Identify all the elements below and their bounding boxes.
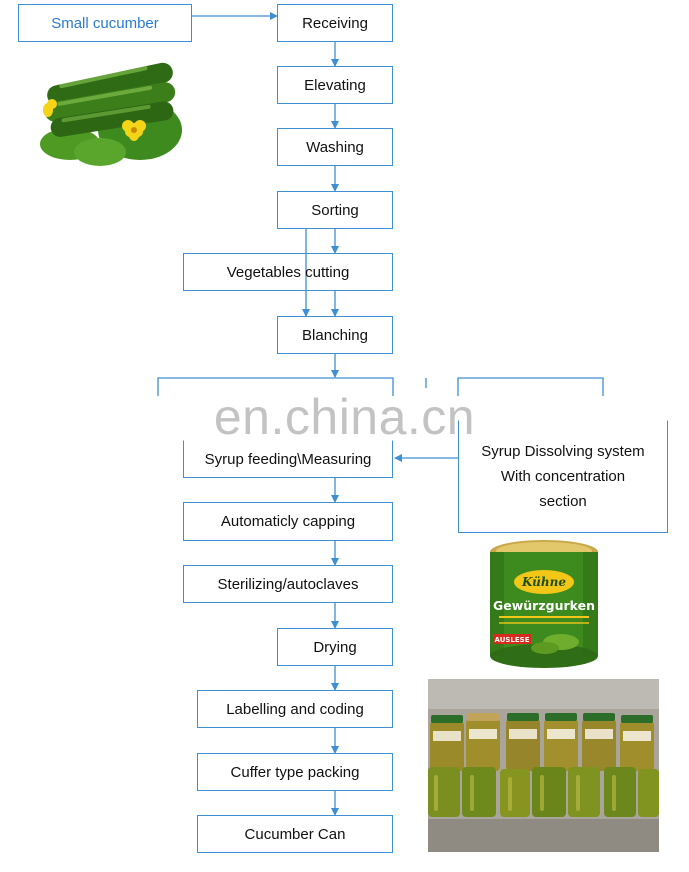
drying-label: Drying [313,638,357,656]
vegetables-cutting-label: Vegetables cutting [226,263,350,281]
sterilizing-label: Sterilizing/autoclaves [217,575,359,593]
small-cucumber-label: Small cucumber [51,14,159,32]
syrup-dissolving-box: Syrup Dissolving system With concentrati… [458,420,668,533]
cucumber-can-box: Cucumber Can [197,815,393,853]
cucumber-can-label: Cucumber Can [244,825,346,843]
capping-box: Automaticly capping [183,502,393,541]
washing-label: Washing [306,138,364,156]
blanching-label: Blanching [302,326,368,344]
cucumber-photo [40,52,182,168]
elevating-label: Elevating [304,76,366,94]
receiving-box: Receiving [277,4,393,42]
can-badge: AUSLESE [495,636,530,644]
capping-label: Automaticly capping [220,513,356,530]
syrup-dissolving-line-3: section [539,493,587,510]
watermark: en.china.cn [213,389,476,445]
vegetables-cutting-box: Vegetables cutting [183,253,393,291]
labelling-label: Labelling and coding [226,700,364,718]
blanching-box: Blanching [277,316,393,354]
sorting-box: Sorting [277,191,393,229]
drying-box: Drying [277,628,393,666]
pickle-jars-photo [428,679,659,852]
sterilizing-box: Sterilizing/autoclaves [183,565,393,603]
sorting-label: Sorting [311,201,359,219]
syrup-feeding-label: Syrup feeding\Measuring [204,450,372,468]
elevating-box: Elevating [277,66,393,104]
packing-box: Cuffer type packing [197,753,393,791]
pickle-can-photo: Kühne Gewürzgurken AUSLESE [490,540,598,668]
labelling-box: Labelling and coding [197,690,393,728]
can-brand: Kühne [521,575,566,589]
receiving-label: Receiving [302,14,368,32]
small-cucumber-box: Small cucumber [18,4,192,42]
syrup-dissolving-line-1: Syrup Dissolving system [481,443,645,460]
can-product: Gewürzgurken [493,598,595,613]
washing-box: Washing [277,128,393,166]
packing-label: Cuffer type packing [230,763,360,781]
syrup-dissolving-line-2: With concentration [500,468,626,485]
syrup-feeding-box: Syrup feeding\Measuring [183,440,393,478]
